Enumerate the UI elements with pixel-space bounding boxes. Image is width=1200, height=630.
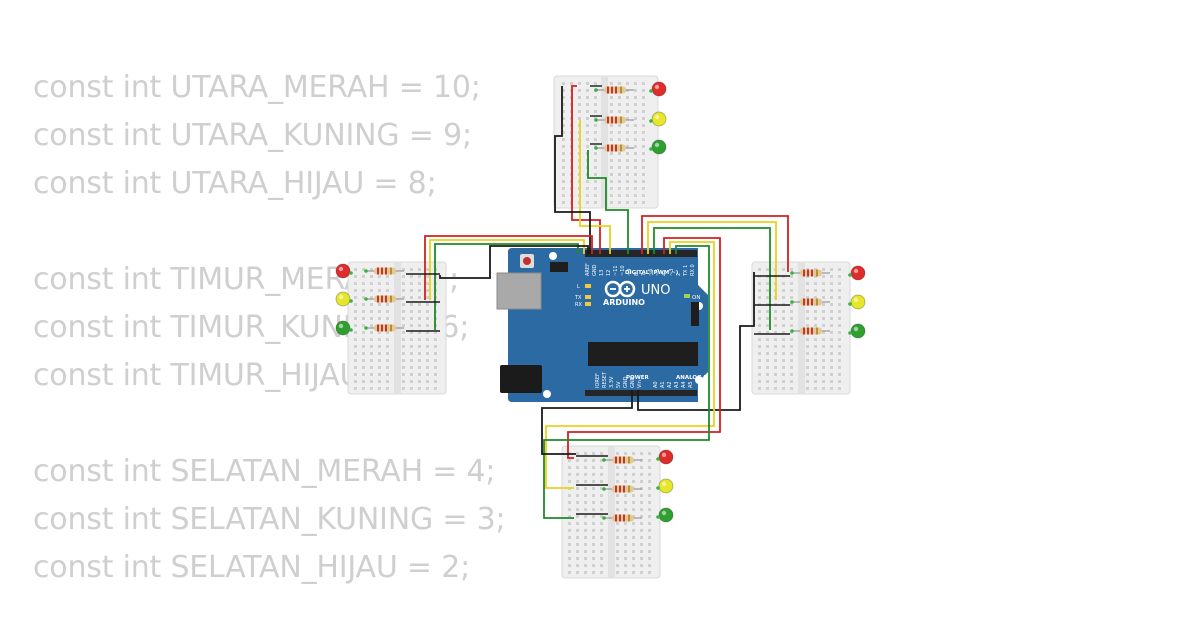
board-brand-label: ARDUINO: [603, 298, 645, 307]
analog-header-label: ANALOG IN: [676, 375, 711, 381]
digital-pin-label: ~3: [669, 269, 675, 276]
digital-header-label: DIGITAL (PWM ~): [625, 270, 679, 276]
led-west-yellow-icon: [335, 291, 353, 307]
led-north-green-icon: [649, 139, 667, 155]
wire-west-yellow: [429, 239, 585, 300]
resistor-north-green: [594, 144, 634, 152]
power-pin-label: 3.3V: [609, 376, 615, 388]
wire-west-black: [439, 245, 589, 279]
board-model-label: UNO: [641, 283, 670, 298]
led-south-yellow-icon: [656, 478, 674, 494]
led-west-green-icon: [335, 320, 353, 336]
power-pin-label: 5V: [616, 381, 622, 388]
resistor-south-red: [602, 456, 642, 464]
led-east-red-icon: [848, 265, 866, 281]
analog-pin-label: A3: [674, 381, 680, 388]
digital-pin-label: ~5: [655, 269, 661, 276]
usb-port: [496, 272, 542, 310]
digital-pin-label: 12: [606, 270, 612, 276]
wire-west-red: [424, 235, 593, 300]
arduino-uno-board: UNO ARDUINO DIGITAL (PWM ~) ANALOG IN PO…: [496, 248, 711, 402]
code-line-utara-merah: const int UTARA_MERAH = 10;: [33, 70, 481, 105]
digital-pin-label: ~9: [627, 269, 633, 276]
wire-east-black: [637, 272, 755, 411]
resistor-east-red: [790, 269, 830, 277]
wire-north-green: [587, 150, 629, 254]
digital-pin-label: ~10: [620, 265, 626, 276]
resistor-north-red: [594, 86, 634, 94]
wire-east-red: [641, 215, 789, 272]
resistor-east-green: [790, 327, 830, 335]
digital-pin-label: AREF: [585, 263, 591, 276]
wire-east-green: [653, 227, 771, 330]
microcontroller-chip: [588, 342, 698, 366]
resistor-east-yellow: [790, 298, 830, 306]
led-east-green-icon: [848, 323, 866, 339]
power-pin-label: Vin: [637, 380, 643, 388]
led-north-yellow-icon: [649, 111, 667, 127]
digital-pin-label: 8: [634, 273, 640, 276]
breadboard-east: [751, 261, 851, 395]
leds-and-resistors: [335, 81, 866, 523]
power-jack: [500, 365, 542, 393]
led-south-red-icon: [656, 449, 674, 465]
breadboard-south: [561, 445, 661, 579]
resistor-west-yellow: [364, 295, 404, 303]
digital-pin-label: 2: [676, 273, 682, 276]
wire-west-green: [434, 243, 579, 330]
digital-pin-label: GND: [592, 264, 598, 276]
power-pin-label: GND: [630, 376, 636, 388]
wire-south-green: [543, 245, 710, 519]
power-pin-label: RESET: [602, 371, 608, 388]
power-pin-label: GND: [623, 376, 629, 388]
digital-pin-label: ~11: [613, 265, 619, 276]
rx-led-label: RX: [575, 302, 582, 308]
wire-east-yellow: [647, 221, 777, 300]
led-east-yellow-icon: [848, 294, 866, 310]
code-line-selatan-kuning: const int SELATAN_KUNING = 3;: [33, 502, 506, 537]
analog-pin-label: A1: [660, 381, 666, 388]
wire-north-yellow: [579, 120, 611, 254]
resistor-south-green: [602, 514, 642, 522]
wire-south-red: [567, 237, 721, 459]
digital-pin-label: RX 0: [690, 264, 696, 276]
analog-pin-label: A0: [653, 381, 659, 388]
led-north-red-icon: [649, 81, 667, 97]
wire-south-yellow: [545, 241, 715, 489]
tx-led-label: TX: [574, 295, 582, 301]
l-led-label: L: [577, 284, 580, 290]
analog-pin-label: A5: [688, 381, 694, 388]
led-south-green-icon: [656, 507, 674, 523]
digital-pin-label: 4: [662, 273, 668, 276]
on-led-label: ON: [692, 295, 700, 301]
resistor-west-red: [364, 267, 404, 275]
led-west-red-icon: [335, 263, 353, 279]
code-line-selatan-hijau: const int SELATAN_HIJAU = 2;: [33, 550, 471, 585]
wire-south-black: [541, 390, 633, 455]
digital-pin-label: TX 1: [683, 265, 689, 277]
resistor-west-green: [364, 324, 404, 332]
digital-pin-label: ~6: [648, 269, 654, 276]
wire-north-black: [554, 86, 591, 254]
analog-pin-label: A2: [667, 381, 673, 388]
power-header-label: POWER: [626, 375, 650, 381]
wires: [424, 85, 789, 519]
digital-pin-label: 7: [641, 273, 647, 276]
code-line-utara-hijau: const int UTARA_HIJAU = 8;: [33, 166, 437, 201]
wire-north-red: [571, 85, 601, 254]
code-line-selatan-merah: const int SELATAN_MERAH = 4;: [33, 454, 496, 489]
digital-pin-label: 13: [599, 270, 605, 276]
arduino-logo-icon: [604, 280, 636, 298]
power-pin-label: IOREF: [595, 373, 601, 388]
analog-pin-label: A4: [681, 381, 687, 388]
resistor-north-yellow: [594, 116, 634, 124]
code-line-utara-kuning: const int UTARA_KUNING = 9;: [33, 118, 472, 153]
resistor-south-yellow: [602, 485, 642, 493]
